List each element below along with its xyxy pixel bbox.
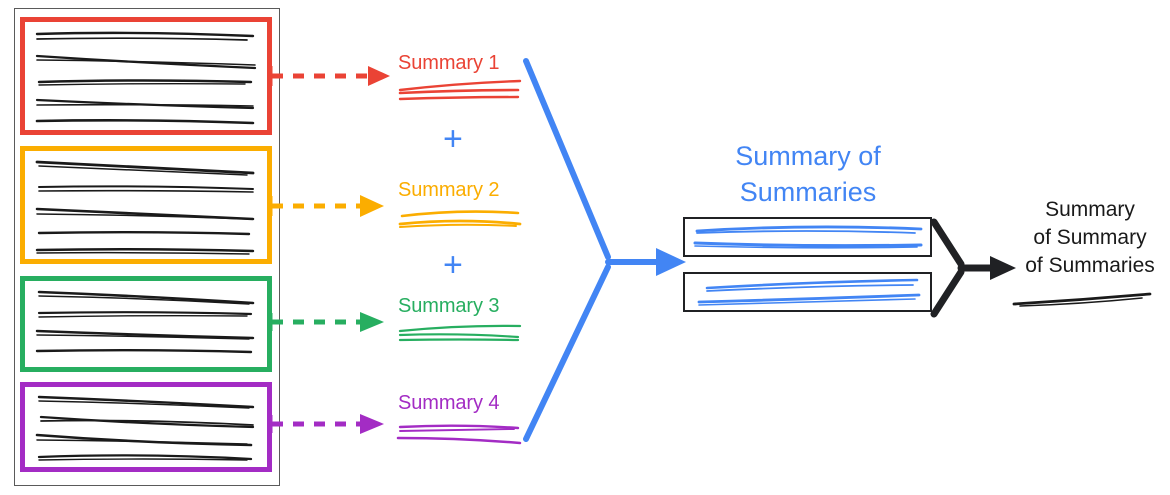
document-section-purple[interactable] xyxy=(20,382,272,472)
merge-arrow-blue xyxy=(520,55,690,445)
final-output-title: Summary of Summary of Summaries xyxy=(1010,196,1170,280)
summary-4-label: Summary 4 xyxy=(398,392,500,414)
connector-arrow-orange xyxy=(267,192,393,220)
summary-of-summaries-title: Summary of Summaries xyxy=(683,139,933,210)
final-output-scribble xyxy=(1010,290,1155,310)
document-section-red[interactable] xyxy=(20,17,272,135)
sos-box-1-scribble xyxy=(685,219,930,255)
summary-block-4[interactable]: Summary 4 xyxy=(396,392,548,447)
sos-title-line-1: Summary of xyxy=(735,141,881,171)
summary-1-label: Summary 1 xyxy=(398,52,500,74)
scribble-lines-red xyxy=(25,22,267,130)
scribble-lines-orange xyxy=(25,151,267,259)
document-section-orange[interactable] xyxy=(20,146,272,264)
sos-title-line-2: Summaries xyxy=(739,176,877,207)
connector-arrow-red xyxy=(267,62,393,90)
summary-4-scribble xyxy=(396,417,548,447)
scribble-lines-green xyxy=(25,281,267,367)
connector-arrow-green xyxy=(267,308,393,336)
summary-of-summaries-box-1[interactable] xyxy=(683,217,932,257)
final-title-line-1: Summary xyxy=(1045,198,1135,221)
document-section-green[interactable] xyxy=(20,276,272,372)
summary-block-3[interactable]: Summary 3 xyxy=(398,296,548,348)
summary-2-scribble xyxy=(398,204,548,232)
plus-operator-1: + xyxy=(443,120,463,158)
summary-1-scribble xyxy=(398,77,548,105)
summary-block-2[interactable]: Summary 2 xyxy=(398,180,548,232)
summary-3-label: Summary 3 xyxy=(398,295,500,317)
plus-operator-2: + xyxy=(443,246,463,284)
merge-arrow-black xyxy=(930,218,1020,318)
final-title-line-2: of Summary xyxy=(1033,225,1147,249)
summary-of-summaries-box-2[interactable] xyxy=(683,272,932,312)
summary-3-scribble xyxy=(398,320,548,348)
summary-block-1[interactable]: Summary 1 xyxy=(398,53,548,105)
connector-arrow-purple xyxy=(267,410,393,438)
scribble-lines-purple xyxy=(25,387,267,467)
sos-box-2-scribble xyxy=(685,274,930,310)
final-title-line-3: of Summaries xyxy=(1025,253,1155,277)
summary-2-label: Summary 2 xyxy=(398,179,500,201)
